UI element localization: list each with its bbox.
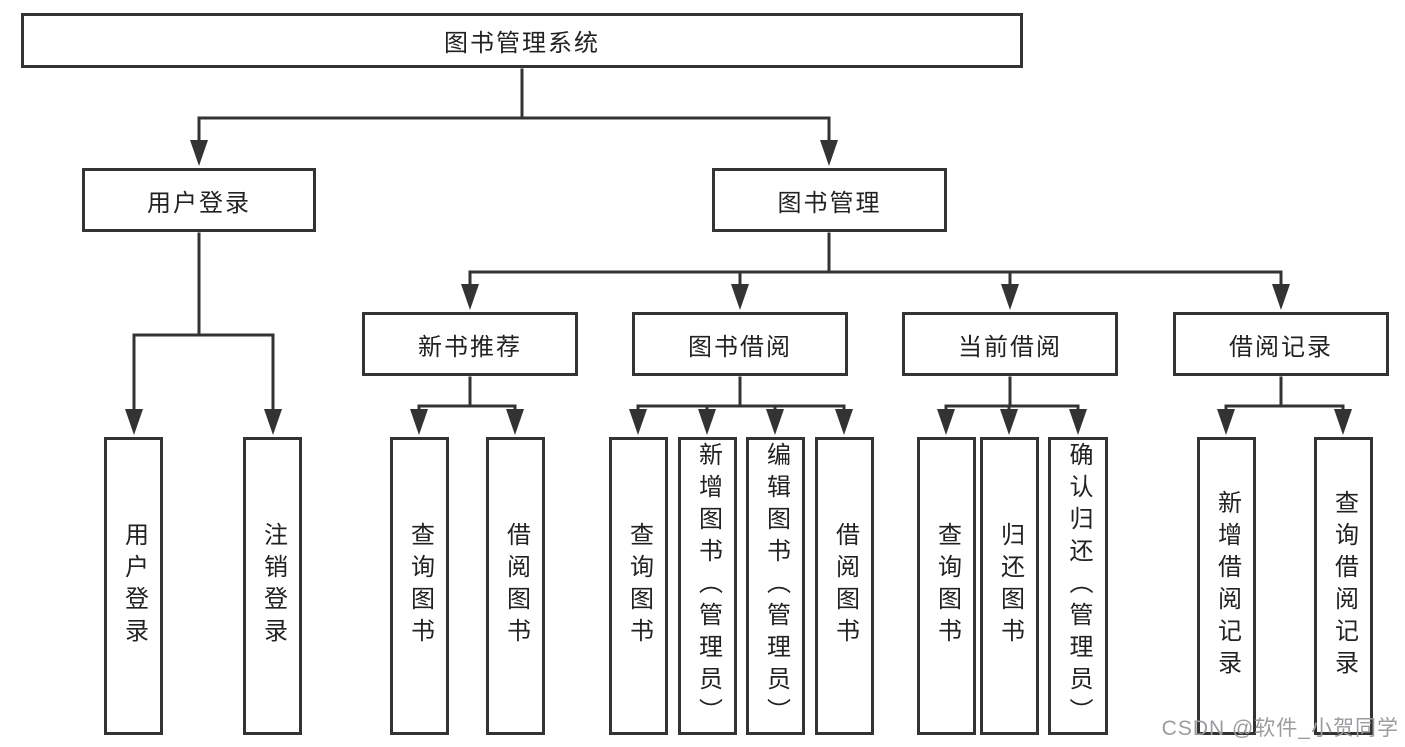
leaf-borrow-books-recommend-label: 借阅图书 — [502, 522, 530, 650]
arrow-down-icon — [1069, 409, 1087, 435]
leaf-borrow-books: 借阅图书 — [815, 437, 874, 735]
node-book-management-label: 图书管理 — [777, 189, 882, 217]
leaf-query-books-current: 查询图书 — [917, 437, 976, 735]
leaf-add-borrow-record-label: 新增借阅记录 — [1213, 490, 1241, 682]
arrow-down-icon — [731, 284, 749, 310]
leaf-logout-label: 注销登录 — [259, 522, 287, 650]
leaf-add-books-admin: 新增图书（管理员） — [678, 437, 737, 735]
leaf-add-borrow-record: 新增借阅记录 — [1197, 437, 1256, 735]
node-current-borrow-label: 当前借阅 — [958, 333, 1062, 361]
leaf-borrow-books-recommend: 借阅图书 — [486, 437, 545, 735]
leaf-return-books-label: 归还图书 — [996, 522, 1024, 650]
node-root-label: 图书管理系统 — [444, 30, 600, 57]
leaf-borrow-books-label: 借阅图书 — [831, 522, 859, 650]
node-book-borrow-label: 图书借阅 — [688, 333, 792, 361]
node-new-book-recommend: 新书推荐 — [362, 312, 578, 376]
arrow-down-icon — [766, 409, 784, 435]
connector-current-to-leaves — [937, 376, 1087, 435]
arrow-down-icon — [1217, 409, 1235, 435]
arrow-down-icon — [506, 409, 524, 435]
arrow-down-icon — [1000, 409, 1018, 435]
node-book-borrow: 图书借阅 — [632, 312, 848, 376]
node-new-book-recommend-label: 新书推荐 — [418, 333, 522, 361]
leaf-query-books-borrow: 查询图书 — [609, 437, 668, 735]
connector-root-to-level2 — [190, 68, 838, 166]
connector-userlogin-to-leaves — [125, 232, 282, 435]
connector-bookmgmt-to-level3 — [461, 232, 1290, 310]
csdn-watermark: CSDN @软件_小贺同学 — [1161, 717, 1399, 740]
leaf-return-books: 归还图书 — [980, 437, 1039, 735]
leaf-logout: 注销登录 — [243, 437, 302, 735]
arrow-down-icon — [820, 140, 838, 166]
node-borrow-records: 借阅记录 — [1173, 312, 1389, 376]
arrow-down-icon — [190, 140, 208, 166]
leaf-edit-books-admin-label: 编辑图书（管理员） — [762, 442, 790, 730]
leaf-query-books-current-label: 查询图书 — [933, 522, 961, 650]
node-current-borrow: 当前借阅 — [902, 312, 1118, 376]
leaf-query-borrow-record-label: 查询借阅记录 — [1330, 490, 1358, 682]
leaf-confirm-return-admin: 确认归还（管理员） — [1048, 437, 1108, 735]
connector-borrow-to-leaves — [629, 376, 853, 435]
arrow-down-icon — [461, 284, 479, 310]
leaf-query-books-recommend: 查询图书 — [390, 437, 449, 735]
node-user-login: 用户登录 — [82, 168, 316, 232]
leaf-user-login: 用户登录 — [104, 437, 163, 735]
node-user-login-label: 用户登录 — [147, 189, 251, 217]
connector-newbook-to-leaves — [410, 376, 524, 435]
arrow-down-icon — [264, 409, 282, 435]
leaf-query-books-borrow-label: 查询图书 — [625, 522, 653, 650]
node-root: 图书管理系统 — [21, 13, 1023, 68]
arrow-down-icon — [937, 409, 955, 435]
arrow-down-icon — [698, 409, 716, 435]
node-borrow-records-label: 借阅记录 — [1229, 333, 1333, 361]
leaf-add-books-admin-label: 新增图书（管理员） — [694, 442, 722, 730]
arrow-down-icon — [410, 409, 428, 435]
arrow-down-icon — [835, 409, 853, 435]
arrow-down-icon — [1272, 284, 1290, 310]
leaf-user-login-label: 用户登录 — [120, 522, 148, 650]
connector-records-to-leaves — [1217, 376, 1352, 435]
node-book-management: 图书管理 — [712, 168, 947, 232]
leaf-query-borrow-record: 查询借阅记录 — [1314, 437, 1373, 735]
arrow-down-icon — [1334, 409, 1352, 435]
arrow-down-icon — [125, 409, 143, 435]
leaf-edit-books-admin: 编辑图书（管理员） — [746, 437, 805, 735]
arrow-down-icon — [629, 409, 647, 435]
leaf-confirm-return-admin-label: 确认归还（管理员） — [1065, 442, 1092, 730]
arrow-down-icon — [1001, 284, 1019, 310]
leaf-query-books-recommend-label: 查询图书 — [406, 522, 434, 650]
